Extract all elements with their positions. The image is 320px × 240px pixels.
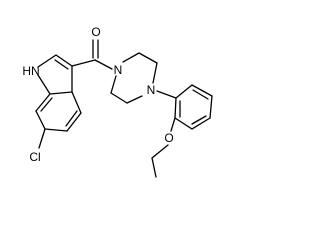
bond-lines [35,39,213,178]
indole-c3-c2-double-bond [54,59,69,70]
piperazine-bond [126,95,143,104]
carbonyl-indole-bond [71,59,96,67]
indole-c3a-c4-bond [71,91,82,114]
indole-c4-c5-bond [66,112,82,132]
atom-labels: O HN N N Cl O [22,25,173,164]
indole-c3a-c7a-bond [49,91,73,95]
piperazine-n1-label: N [114,63,123,77]
piperazine-bond [138,52,158,64]
aryl-ring-bond [191,117,211,130]
aryl-ring-bond [209,95,213,119]
indole-n-c7a-bond [37,74,51,95]
indole-nh-label: HN [22,64,39,78]
carbonyl-piperazine-bond [94,59,113,70]
indole-c7-c7a-bond [35,93,51,112]
piperazine-bond [152,62,158,84]
ether-oxygen-label: O [164,131,173,145]
chloro-bond [38,128,46,149]
indole-c3-c2-double-bond [55,54,73,67]
indole-c5-c6-bond [44,128,68,132]
indole-aromatic-inner-line [40,97,53,112]
piperazine-aryl-bond [156,90,177,99]
aryl-ring-bond [174,117,193,130]
carbonyl-oxygen-label: O [91,25,100,39]
ethyl-bond [151,157,157,178]
indole-c2-n-bond [37,54,57,68]
aryl-aromatic-inner-line [191,115,207,125]
ether-ethyl-bond [151,144,169,159]
aryl-aromatic-inner-line [192,89,209,100]
molecule-diagram: O HN N N Cl O [22,25,213,178]
aryl-ether-bond [170,117,176,132]
aryl-ring-bond [191,84,213,97]
indole-aromatic-inner-line [65,110,78,127]
piperazine-bond [110,75,117,94]
aryl-ring-bond [175,84,193,99]
piperazine-bond [122,52,140,63]
piperazine-n4-label: N [147,83,156,97]
aryl-ring-bond [174,97,177,119]
indole-c6-c7-bond [35,110,46,130]
chlorine-label: Cl [29,150,40,164]
piperazine-bond [110,92,128,104]
